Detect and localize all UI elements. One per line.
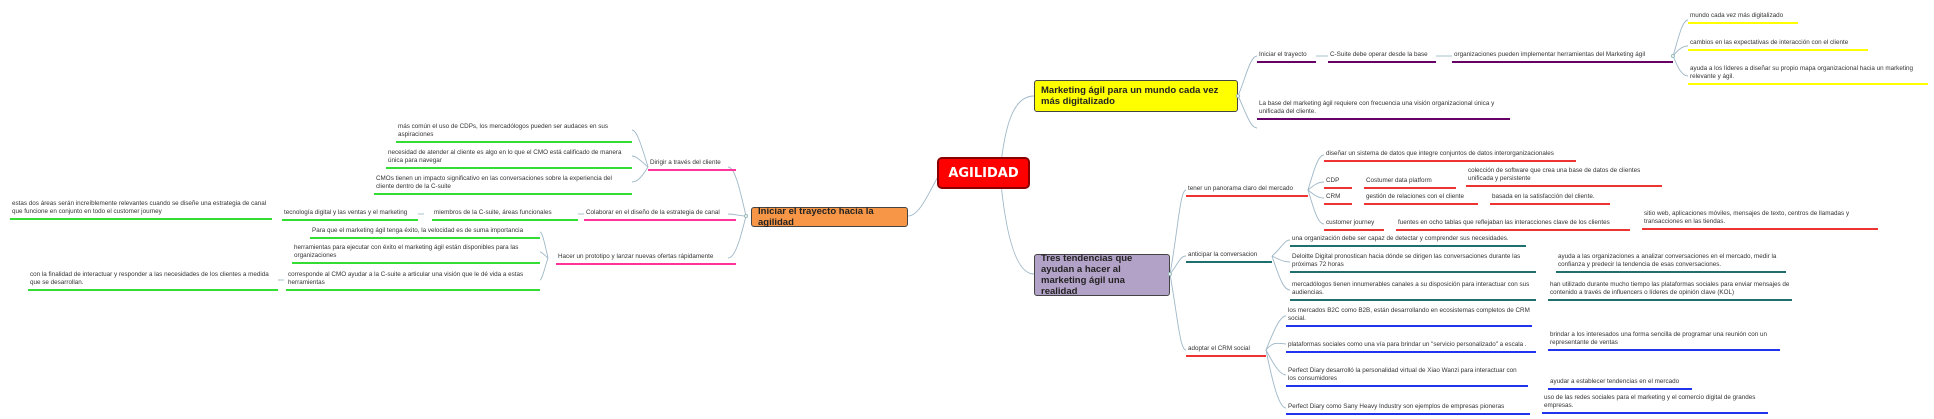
- connector-dot[interactable]: [1168, 272, 1172, 276]
- node-iniciar-trayecto[interactable]: Iniciar el trayecto: [1257, 50, 1316, 63]
- node-mercadologos[interactable]: mercadólogos tienen innumerables canales…: [1290, 280, 1536, 301]
- node-crm-full[interactable]: gestión de relaciones con el cliente: [1364, 192, 1478, 205]
- node-perfect-diary-1[interactable]: Perfect Diary desarrolló la personalidad…: [1286, 366, 1528, 387]
- node-deloitte[interactable]: Deloitte Digital pronostican hacia dónde…: [1290, 252, 1536, 273]
- node-cdps[interactable]: más común el uso de CDPs, los mercadólog…: [396, 122, 632, 143]
- node-plataformas[interactable]: plataformas sociales como una vía para b…: [1286, 340, 1536, 353]
- node-crm-desc[interactable]: basada en la satisfacción del cliente.: [1490, 192, 1610, 205]
- node-perfect-diary-2-desc[interactable]: uso de las redes sociales para el market…: [1542, 393, 1768, 414]
- connector-dot[interactable]: [1671, 54, 1675, 58]
- main-node-tendencias[interactable]: Tres tendencias que ayudan a hacer al ma…: [1034, 253, 1170, 297]
- node-cdp[interactable]: CDP: [1324, 176, 1352, 189]
- node-cdp-desc[interactable]: colección de software que crea una base …: [1466, 166, 1662, 187]
- root-node[interactable]: AGILIDAD: [937, 157, 1030, 189]
- node-tecnologia[interactable]: tecnología digital y las ventas y el mar…: [282, 208, 418, 221]
- node-para-que[interactable]: Para que el marketing ágil tenga éxito, …: [310, 226, 540, 239]
- node-necesidad[interactable]: necesidad de atender al cliente es algo …: [386, 148, 632, 169]
- node-journey-desc[interactable]: sitio web, aplicaciones móviles, mensaje…: [1642, 209, 1878, 230]
- node-disenar-sistema[interactable]: diseñar un sistema de datos que integre …: [1324, 149, 1576, 162]
- node-colaborar[interactable]: Colaborar en el diseño de la estrategia …: [584, 208, 736, 221]
- node-panorama[interactable]: tener un panorama claro del mercado: [1186, 184, 1308, 197]
- node-herramientas[interactable]: herramientas para ejecutar con éxito el …: [292, 243, 540, 264]
- node-mercadologos-desc[interactable]: han utilizado durante mucho tiempo las p…: [1548, 280, 1792, 301]
- node-perfect-diary-2[interactable]: Perfect Diary como Sany Heavy Industry s…: [1286, 402, 1530, 415]
- node-cambios[interactable]: cambios en las expectativas de interacci…: [1688, 38, 1868, 51]
- node-b2c[interactable]: los mercados B2C como B2B, están desarro…: [1286, 306, 1532, 327]
- node-cmos[interactable]: CMOs tienen un impacto significativo en …: [374, 174, 632, 195]
- main-node-iniciar-agilidad[interactable]: Iniciar el trayecto hacia la agilidad: [751, 206, 908, 228]
- connector-dot[interactable]: [1236, 94, 1240, 98]
- node-csuite-base[interactable]: C-Suite debe operar desde la base: [1328, 50, 1436, 63]
- node-organizaciones[interactable]: organizaciones pueden implementar herram…: [1452, 50, 1673, 63]
- node-adoptar-crm[interactable]: adoptar el CRM social: [1186, 344, 1266, 357]
- node-base-marketing[interactable]: La base del marketing ágil requiere con …: [1257, 99, 1510, 120]
- node-deloitte-desc[interactable]: ayuda a las organizaciones a analizar co…: [1556, 252, 1786, 273]
- node-journey[interactable]: customer journey: [1324, 218, 1384, 231]
- node-plataformas-desc[interactable]: brindar a los interesados una forma senc…: [1548, 330, 1780, 351]
- node-mundo-digital[interactable]: mundo cada vez más digitalizado: [1688, 11, 1798, 24]
- connector-dot[interactable]: [744, 214, 748, 218]
- node-miembros[interactable]: miembros de la C-suite, áreas funcionale…: [432, 208, 578, 221]
- node-org-capaz[interactable]: una organización debe ser capaz de detec…: [1290, 234, 1526, 247]
- node-anticipar[interactable]: anticipar la conversacion: [1186, 250, 1272, 263]
- node-corresponde[interactable]: corresponde al CMO ayudar a la C-suite a…: [286, 270, 540, 291]
- node-estas-areas[interactable]: estas dos áreas serán increíblemente rel…: [10, 199, 272, 220]
- node-crm[interactable]: CRM: [1324, 192, 1352, 205]
- node-journey-full[interactable]: fuentes en ocho tablas que reflejaban la…: [1396, 218, 1630, 231]
- node-dirigir-cliente[interactable]: Dirigir a través del cliente: [648, 158, 736, 171]
- main-node-marketing[interactable]: Marketing ágil para un mundo cada vez má…: [1034, 80, 1238, 112]
- node-ayuda-lideres[interactable]: ayuda a los líderes a diseñar su propio …: [1688, 64, 1928, 85]
- node-perfect-diary-1-desc[interactable]: ayudar a establecer tendencias en el mer…: [1548, 377, 1692, 390]
- node-cdp-full[interactable]: Costumer data platform: [1364, 176, 1456, 189]
- node-finalidad[interactable]: con la finalidad de interactuar y respon…: [28, 270, 278, 291]
- node-prototipo[interactable]: Hacer un prototipo y lanzar nuevas ofert…: [556, 252, 736, 265]
